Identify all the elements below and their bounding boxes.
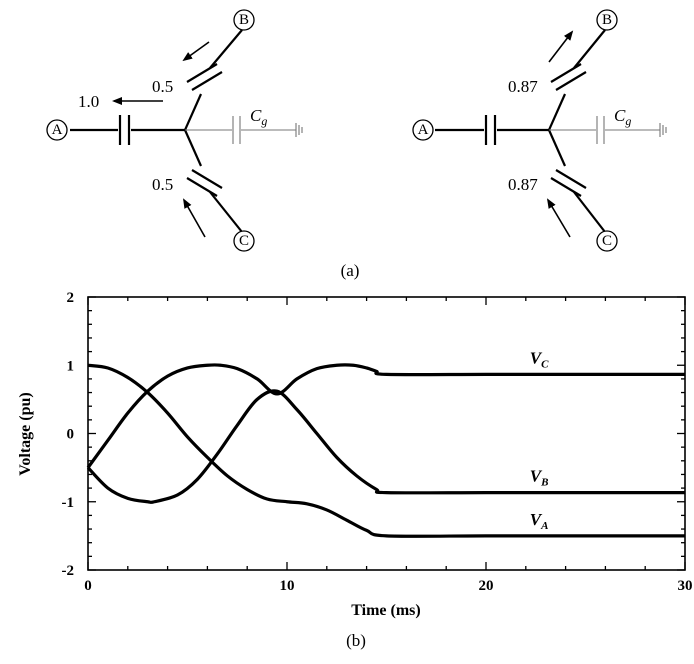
- arrow-c-value: 0.87: [508, 175, 538, 194]
- arrow-b: [182, 41, 210, 62]
- caption-b: (b): [346, 631, 366, 650]
- arrow-c-value: 0.5: [152, 175, 173, 194]
- plot-frame: [87, 296, 686, 571]
- axis-ticks: [87, 296, 686, 571]
- left-circuit: Cg A B C 1.0 0.5 0.5: [46, 9, 303, 252]
- arrow-b-value: 0.87: [508, 77, 538, 96]
- node-b: [233, 9, 255, 31]
- y-tick-label: 1: [67, 358, 75, 374]
- wire-c-lower: [209, 191, 243, 233]
- node-c: [596, 230, 618, 252]
- wire-c-upper: [547, 129, 567, 167]
- x-tick-label: 20: [479, 578, 494, 594]
- node-a-label: A: [418, 122, 429, 138]
- ground-cap-label: Cg: [250, 106, 267, 128]
- series-label-vb: VB: [530, 467, 549, 489]
- capacitor-plate: [191, 71, 223, 91]
- x-axis-title: Time (ms): [351, 602, 420, 619]
- node-a: [46, 119, 68, 141]
- y-tick-label: -2: [62, 563, 75, 579]
- arrow-b: [548, 30, 574, 63]
- node-b: [596, 9, 618, 31]
- arrow-c: [183, 198, 206, 238]
- arrow-a-value: 1.0: [78, 92, 99, 111]
- series-line-va: [87, 363, 685, 538]
- x-tick-label: 30: [678, 578, 693, 594]
- arrow-b-value: 0.5: [152, 77, 173, 96]
- node-a: [412, 119, 434, 141]
- series-label-va: VA: [530, 510, 549, 532]
- capacitor-plate: [555, 169, 587, 189]
- capacitor-plate: [191, 169, 223, 189]
- y-tick-label: 0: [67, 427, 75, 443]
- right-circuit: Cg A B C 0.87 0.87: [412, 9, 667, 252]
- series-lines: VC VB VA: [86, 348, 685, 538]
- capacitor-plate: [550, 177, 582, 197]
- wire-b-lower: [547, 93, 567, 131]
- y-tick-label: -1: [62, 495, 75, 511]
- node-c-label: C: [602, 233, 612, 249]
- series-label-vc: VC: [530, 348, 549, 370]
- capacitor-plate: [555, 71, 587, 91]
- x-tick-label: 10: [280, 578, 295, 594]
- wire-b-lower: [183, 93, 203, 131]
- wire-c-upper: [183, 129, 203, 167]
- y-axis-title: Voltage (pu): [17, 392, 34, 475]
- series-line-vc: [86, 363, 685, 469]
- node-b-label: B: [602, 12, 612, 28]
- caption-a: (a): [341, 261, 360, 280]
- wire-c-lower: [573, 191, 606, 233]
- arrow-c: [546, 198, 571, 238]
- wire-b-upper: [573, 29, 606, 69]
- ground-icon: [659, 123, 667, 137]
- ground-cap-label: Cg: [614, 106, 631, 128]
- capacitor-plate: [550, 63, 582, 83]
- node-c-label: C: [239, 233, 249, 249]
- series-line-vb: [86, 389, 685, 504]
- wire-b-upper: [209, 29, 243, 69]
- x-tick-label: 0: [84, 578, 92, 594]
- node-a-label: A: [52, 122, 63, 138]
- node-c: [233, 230, 255, 252]
- y-tick-label: 2: [67, 290, 75, 306]
- node-b-label: B: [239, 12, 249, 28]
- ground-icon: [295, 123, 303, 137]
- capacitor-plate: [186, 177, 218, 197]
